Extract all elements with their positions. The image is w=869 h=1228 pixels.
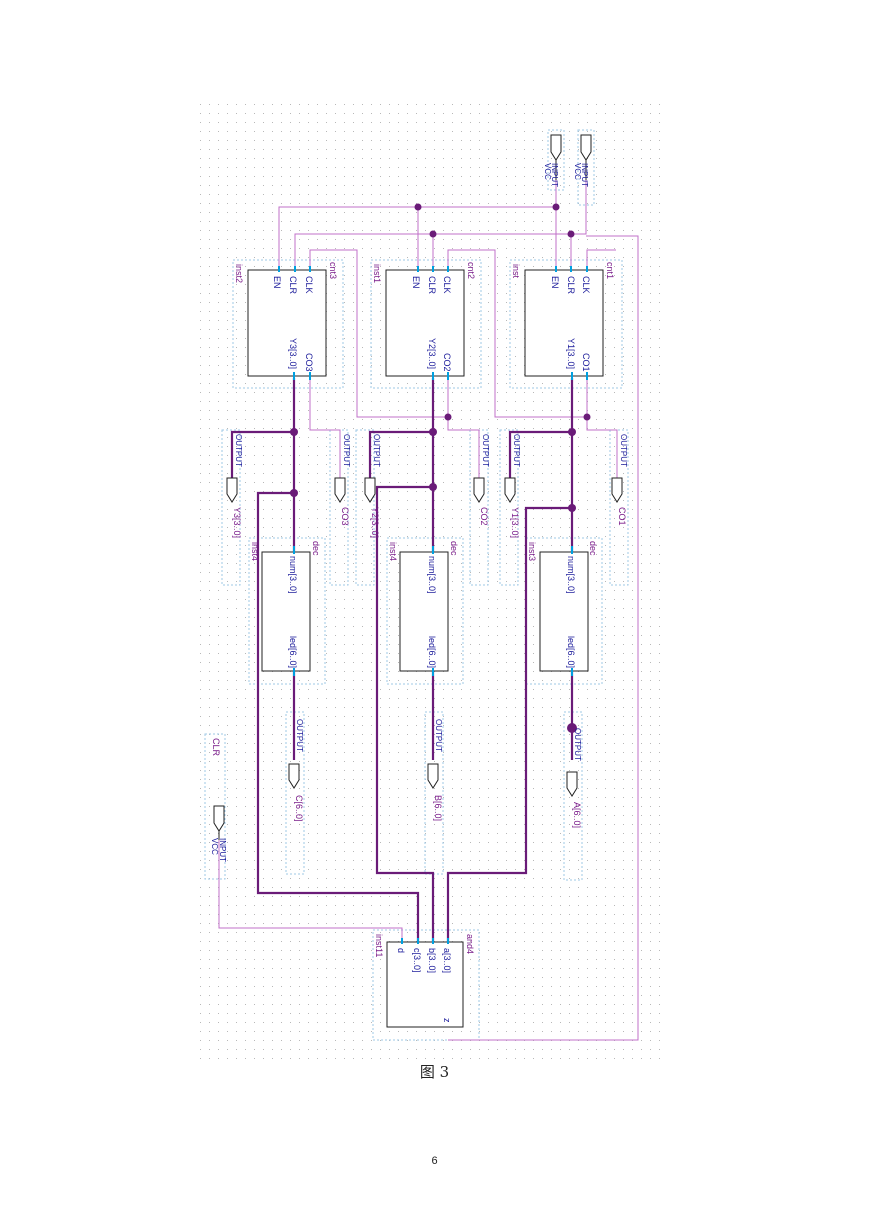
- output-pin-y2: OUTPUT Y2[3..0]: [364, 434, 381, 538]
- input-pin-top-a: INPUT VCC: [543, 134, 562, 187]
- pin-sub: VCC: [543, 163, 552, 180]
- pin-label: OUTPUT: [481, 434, 490, 467]
- pin-sub: VCC: [573, 163, 582, 180]
- port-clk: CLK: [581, 276, 591, 294]
- pin-name: B[6..0]: [433, 795, 443, 821]
- port-led: led[6..0]: [288, 636, 298, 668]
- figure-caption: 图 3: [419, 1063, 450, 1081]
- port-z: z: [442, 1018, 452, 1023]
- instance-name: inst: [511, 264, 521, 279]
- instance-name: inst1: [372, 264, 382, 283]
- output-pin-co2: OUTPUT CO2: [473, 434, 490, 526]
- pin-name: CO1: [617, 507, 627, 526]
- decoder-block-2: inst4 dec num[3..0] led[6..0]: [388, 541, 459, 672]
- pin-label: INPUT: [218, 838, 227, 862]
- pin-stubs: [293, 372, 588, 676]
- block-type: cnt1: [605, 262, 615, 279]
- input-pin-clr: CLR INPUT VCC: [210, 738, 227, 862]
- block-type: cnt3: [328, 262, 338, 279]
- output-pin-b: OUTPUT B[6..0]: [427, 719, 443, 821]
- output-pin-a: OUTPUT A[6..0]: [566, 728, 582, 828]
- pin-name: CLR: [211, 738, 221, 757]
- decoder-block-1: inst4 dec num[3..0] led[6..0]: [250, 541, 321, 672]
- port-led: led[6..0]: [566, 636, 576, 668]
- port-c: c[3..0]: [412, 948, 422, 973]
- block-type: and4: [465, 934, 475, 954]
- port-en: EN: [550, 276, 560, 289]
- pin-name: Y2[3..0]: [370, 507, 380, 538]
- port-clr: CLR: [566, 276, 576, 295]
- pin-name: CO2: [479, 507, 489, 526]
- port-b: b[3..0]: [427, 948, 437, 973]
- junction-dots: [290, 203, 591, 733]
- port-clr: CLR: [427, 276, 437, 295]
- instance-name: inst3: [527, 542, 537, 561]
- port-clk: CLK: [304, 276, 314, 294]
- counter-block-cnt2: inst1 cnt2 CLK CLR EN Y2[3..0] CO2: [372, 262, 476, 377]
- pin-label: OUTPUT: [234, 434, 243, 467]
- decoder-block-3: inst3 dec num[3..0] led[6..0]: [527, 541, 598, 672]
- port-clk: CLK: [442, 276, 452, 294]
- port-d: d: [396, 948, 406, 953]
- pin-label: OUTPUT: [342, 434, 351, 467]
- pin-label: OUTPUT: [434, 719, 443, 752]
- block-type: dec: [588, 541, 598, 556]
- port-en: EN: [411, 276, 421, 289]
- and4-block: inst11 and4 d c[3..0] b[3..0] a[3..0] z: [374, 934, 475, 1028]
- instance-name: inst4: [250, 542, 260, 561]
- pin-label: OUTPUT: [295, 719, 304, 752]
- block-type: dec: [311, 541, 321, 556]
- block-type: dec: [449, 541, 459, 556]
- bus-wires: [230, 378, 574, 945]
- pin-name: Y1[3..0]: [510, 507, 520, 538]
- pin-name: CO3: [340, 507, 350, 526]
- counter-block-cnt3: inst2 cnt3 CLK CLR EN Y3[3..0] CO3: [234, 262, 338, 377]
- output-pin-co1: OUTPUT CO1: [611, 434, 628, 526]
- page-number: 6: [431, 1155, 438, 1167]
- pin-label: INPUT: [580, 163, 589, 187]
- port-y: Y1[3..0]: [566, 338, 576, 369]
- port-y: Y3[3..0]: [288, 338, 298, 369]
- pin-sub: VCC: [210, 838, 219, 855]
- pin-name: A[6..0]: [572, 802, 582, 828]
- output-pin-co3: OUTPUT CO3: [334, 434, 351, 526]
- port-y: Y2[3..0]: [427, 338, 437, 369]
- port-co: CO3: [304, 353, 314, 372]
- input-pin-top-b: INPUT VCC: [573, 134, 592, 187]
- port-clr: CLR: [288, 276, 298, 295]
- counter-block-cnt1: inst cnt1 CLK CLR EN Y1[3..0] CO1: [511, 262, 615, 377]
- pin-label: OUTPUT: [372, 434, 381, 467]
- instance-name: inst4: [388, 542, 398, 561]
- pin-name: Y3[3..0]: [232, 507, 242, 538]
- port-co: CO2: [442, 353, 452, 372]
- port-num: num[3..0]: [288, 556, 298, 594]
- output-pin-y1: OUTPUT Y1[3..0]: [504, 434, 521, 538]
- port-co: CO1: [581, 353, 591, 372]
- block-type: cnt2: [466, 262, 476, 279]
- pin-label: INPUT: [550, 163, 559, 187]
- pin-label: OUTPUT: [512, 434, 521, 467]
- pin-name: C[6..0]: [294, 795, 304, 822]
- port-num: num[3..0]: [566, 556, 576, 594]
- output-pin-c: OUTPUT C[6..0]: [288, 719, 304, 822]
- instance-name: inst11: [374, 934, 384, 957]
- pin-label: OUTPUT: [619, 434, 628, 467]
- output-pin-y3: OUTPUT Y3[3..0]: [226, 434, 243, 538]
- port-a: a[3..0]: [442, 948, 452, 973]
- port-num: num[3..0]: [427, 556, 437, 594]
- instance-name: inst2: [234, 264, 244, 283]
- port-en: EN: [272, 276, 282, 289]
- port-led: led[6..0]: [427, 636, 437, 668]
- pin-label: OUTPUT: [573, 728, 582, 761]
